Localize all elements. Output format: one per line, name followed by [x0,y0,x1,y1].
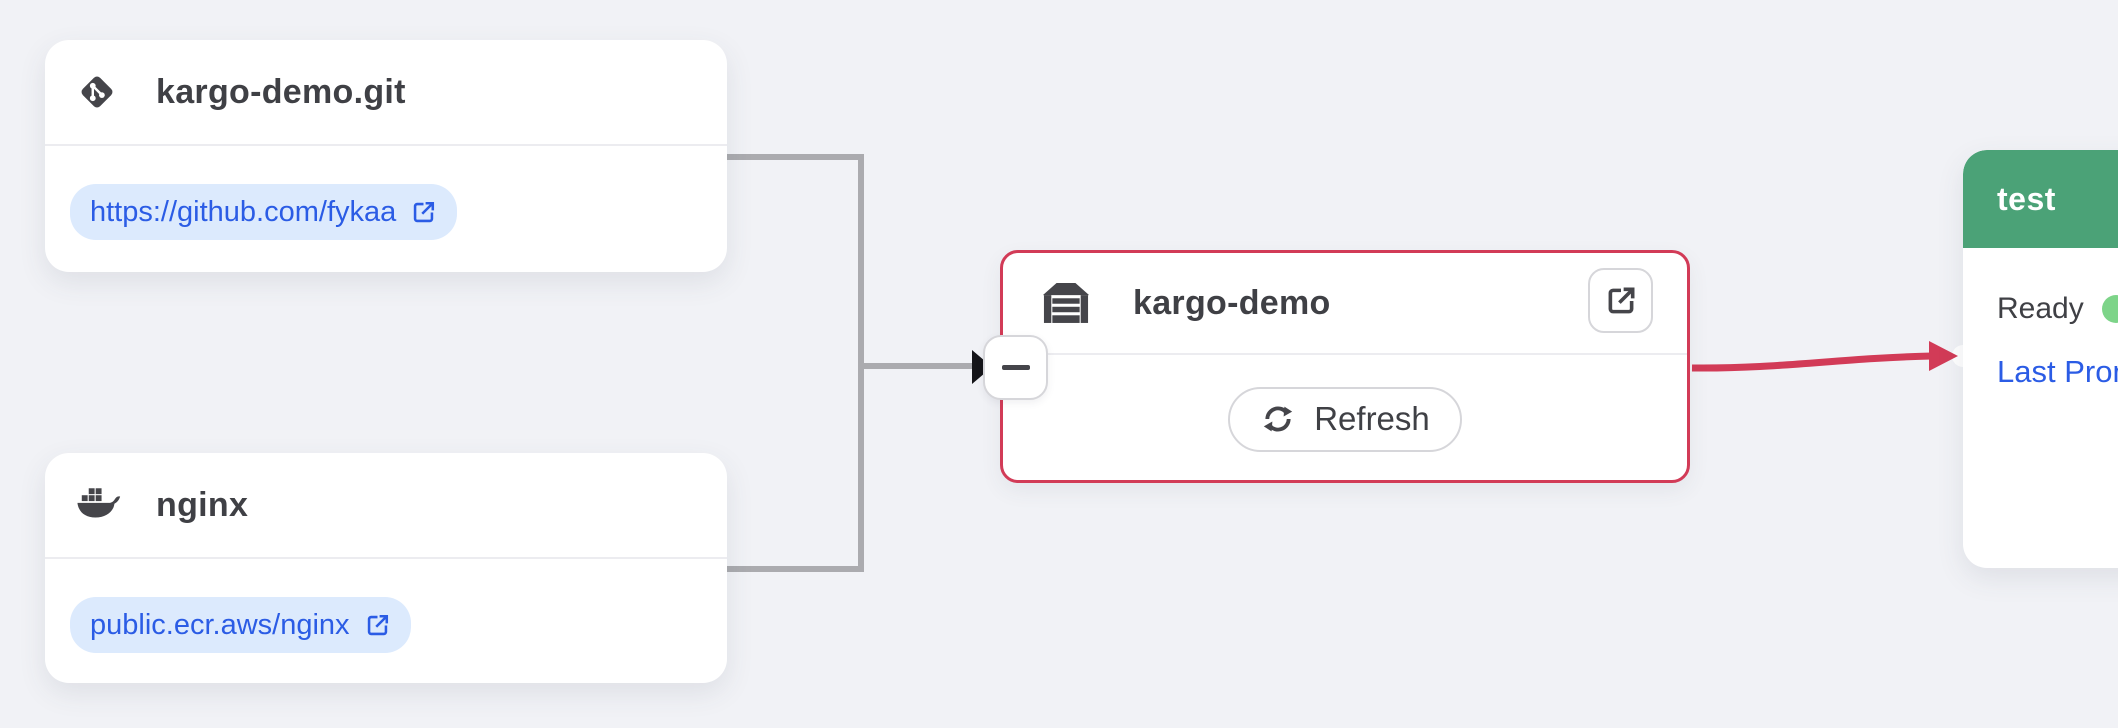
repo-card-git-header: kargo-demo.git [45,40,727,144]
warehouse-card[interactable]: kargo-demo Refresh [1000,250,1690,483]
external-link-icon [414,201,435,222]
repo-card-image: nginx public.ecr.aws/nginx [45,453,727,683]
refresh-button[interactable]: Refresh [1228,386,1462,452]
collapse-edges-button[interactable] [983,335,1048,400]
repo-link-git-label: https://github.com/fykaa [90,195,397,228]
last-promotion-link[interactable]: Last Promotion [1997,354,2118,389]
promotion-edge [1691,352,1933,372]
warehouse-card-header: kargo-demo [1003,253,1687,353]
repo-card-git: kargo-demo.git https://github.com/fykaa [45,40,727,272]
docker-icon [72,484,122,526]
divider [45,144,727,146]
stage-status-row: Ready [1997,292,2118,326]
sync-icon [1264,406,1293,432]
green-dot-icon [2101,295,2118,323]
minus-icon [1001,365,1030,370]
refresh-button-label: Refresh [1314,400,1430,437]
stage-title: test [1997,180,2056,217]
stage-card-header: test [1963,150,2118,248]
repo-link-git[interactable]: https://github.com/fykaa [70,184,458,240]
warehouse-icon [1041,282,1091,324]
repo-card-image-title: nginx [156,485,249,524]
subscription-edge [727,154,864,572]
promotion-edge-arrowhead-icon [1929,341,1958,371]
repo-card-git-title: kargo-demo.git [156,72,406,111]
repo-link-image-label: public.ecr.aws/nginx [90,608,350,641]
divider [45,557,727,559]
stage-status-label: Ready [1997,292,2084,325]
repo-card-image-header: nginx [45,453,727,557]
stage-card-test[interactable]: test Ready Last Promotion [1963,150,2118,568]
external-link-icon [1608,287,1634,313]
repo-link-image[interactable]: public.ecr.aws/nginx [70,597,411,653]
external-link-icon [367,614,388,635]
open-warehouse-button[interactable] [1588,268,1653,333]
warehouse-title: kargo-demo [1133,283,1331,322]
divider [1003,353,1687,355]
git-icon [72,72,122,112]
